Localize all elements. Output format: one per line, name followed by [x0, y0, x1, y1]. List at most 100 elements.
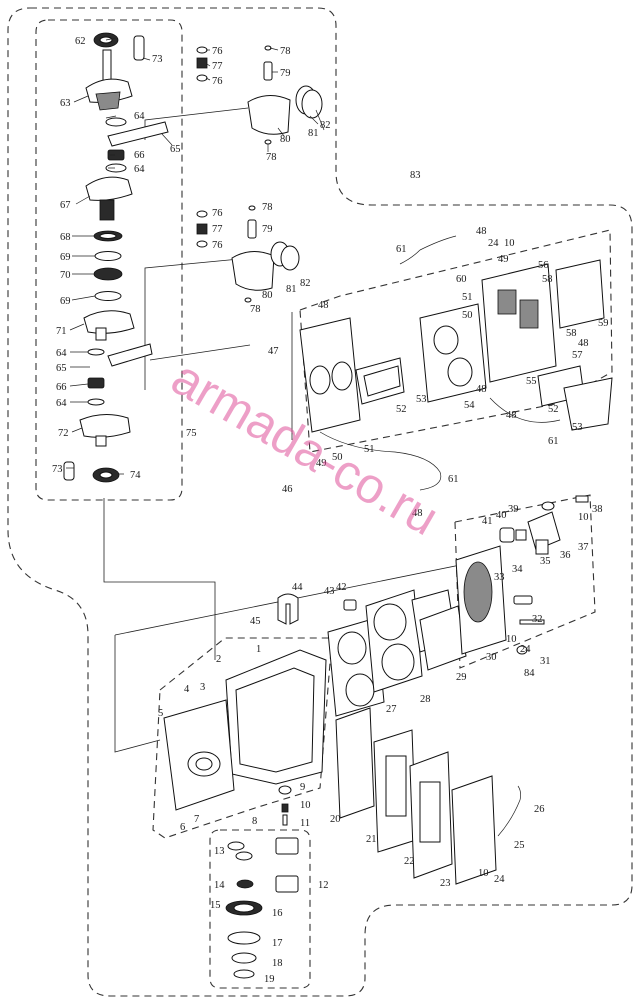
part-label-10: 10: [506, 634, 517, 645]
crankcase-box: [152, 637, 333, 839]
part-label-76: 76: [212, 240, 223, 251]
part-label-8: 8: [252, 816, 257, 827]
part-label-34: 34: [512, 564, 523, 575]
part-label-76: 76: [212, 76, 223, 87]
part-label-47: 47: [268, 346, 279, 357]
part-label-70: 70: [60, 270, 71, 281]
part-label-32: 32: [532, 614, 543, 625]
part-label-6: 6: [180, 822, 185, 833]
timer-parts: [499, 495, 589, 555]
part-label-9: 9: [300, 782, 305, 793]
part-label-80: 80: [280, 134, 291, 145]
part-label-45: 45: [250, 616, 261, 627]
part-label-51: 51: [462, 292, 473, 303]
part-label-35: 35: [540, 556, 551, 567]
crankcase-parts: [163, 593, 357, 826]
part-label-27: 27: [386, 704, 397, 715]
part-label-78: 78: [262, 202, 273, 213]
part-label-82: 82: [300, 278, 311, 289]
part-label-7: 7: [194, 814, 199, 825]
label-leaders: [66, 37, 325, 475]
part-label-5: 5: [158, 708, 163, 719]
part-label-80: 80: [262, 290, 273, 301]
part-label-57: 57: [572, 350, 583, 361]
crankshaft-parts: [63, 32, 169, 483]
part-label-64: 64: [134, 164, 145, 175]
part-label-84: 84: [524, 668, 535, 679]
part-label-69: 69: [60, 296, 71, 307]
part-label-17: 17: [272, 938, 283, 949]
part-label-71: 71: [56, 326, 67, 337]
part-label-41: 41: [482, 516, 493, 527]
piston-parts: [196, 45, 323, 303]
part-label-78: 78: [280, 46, 291, 57]
part-label-53: 53: [572, 422, 583, 433]
part-label-36: 36: [560, 550, 571, 561]
part-label-22: 22: [404, 856, 415, 867]
part-label-69: 69: [60, 252, 71, 263]
seal-housing-parts: [225, 837, 299, 979]
part-label-58: 58: [566, 328, 577, 339]
part-label-3: 3: [200, 682, 205, 693]
part-label-24: 24: [520, 644, 531, 655]
part-label-10: 10: [504, 238, 515, 249]
part-label-78: 78: [266, 152, 277, 163]
part-label-61: 61: [396, 244, 407, 255]
part-label-74: 74: [130, 470, 141, 481]
part-label-53: 53: [416, 394, 427, 405]
part-label-83: 83: [410, 170, 421, 181]
part-label-26: 26: [534, 804, 545, 815]
part-label-66: 66: [56, 382, 67, 393]
part-label-76: 76: [212, 208, 223, 219]
part-label-30: 30: [486, 652, 497, 663]
part-label-33: 33: [494, 572, 505, 583]
part-label-48: 48: [476, 226, 487, 237]
part-label-29: 29: [456, 672, 467, 683]
part-label-46: 46: [282, 484, 293, 495]
part-label-62: 62: [75, 36, 86, 47]
part-label-66: 66: [134, 150, 145, 161]
part-label-61: 61: [448, 474, 459, 485]
part-label-18: 18: [272, 958, 283, 969]
part-label-49: 49: [498, 254, 509, 265]
part-label-42: 42: [336, 582, 347, 593]
part-label-51: 51: [364, 444, 375, 455]
part-label-48: 48: [476, 384, 487, 395]
part-label-10: 10: [300, 800, 311, 811]
part-label-48: 48: [412, 508, 423, 519]
part-label-68: 68: [60, 232, 71, 243]
part-label-2: 2: [216, 654, 221, 665]
part-label-31: 31: [540, 656, 551, 667]
part-label-48: 48: [318, 300, 329, 311]
part-label-63: 63: [60, 98, 71, 109]
part-label-40: 40: [496, 510, 507, 521]
part-label-78: 78: [250, 304, 261, 315]
part-label-79: 79: [262, 224, 273, 235]
part-label-79: 79: [280, 68, 291, 79]
part-label-48: 48: [506, 410, 517, 421]
part-label-37: 37: [578, 542, 589, 553]
part-label-14: 14: [214, 880, 225, 891]
part-label-56: 56: [538, 260, 549, 271]
part-label-52: 52: [396, 404, 407, 415]
part-label-13: 13: [214, 846, 225, 857]
part-label-50: 50: [462, 310, 473, 321]
part-label-55: 55: [526, 376, 537, 387]
part-label-64: 64: [134, 111, 145, 122]
part-label-58: 58: [542, 274, 553, 285]
seal-housing-box: [209, 829, 311, 989]
part-label-64: 64: [56, 398, 67, 409]
part-label-4: 4: [184, 684, 190, 695]
part-label-25: 25: [514, 840, 525, 851]
part-label-24: 24: [494, 874, 505, 885]
part-label-16: 16: [272, 908, 283, 919]
part-label-44: 44: [292, 582, 303, 593]
part-label-19: 19: [264, 974, 275, 985]
part-label-76: 76: [212, 46, 223, 57]
part-label-67: 67: [60, 200, 71, 211]
part-label-23: 23: [440, 878, 451, 889]
part-label-43: 43: [324, 586, 335, 597]
part-label-10: 10: [478, 868, 489, 879]
part-label-81: 81: [308, 128, 319, 139]
